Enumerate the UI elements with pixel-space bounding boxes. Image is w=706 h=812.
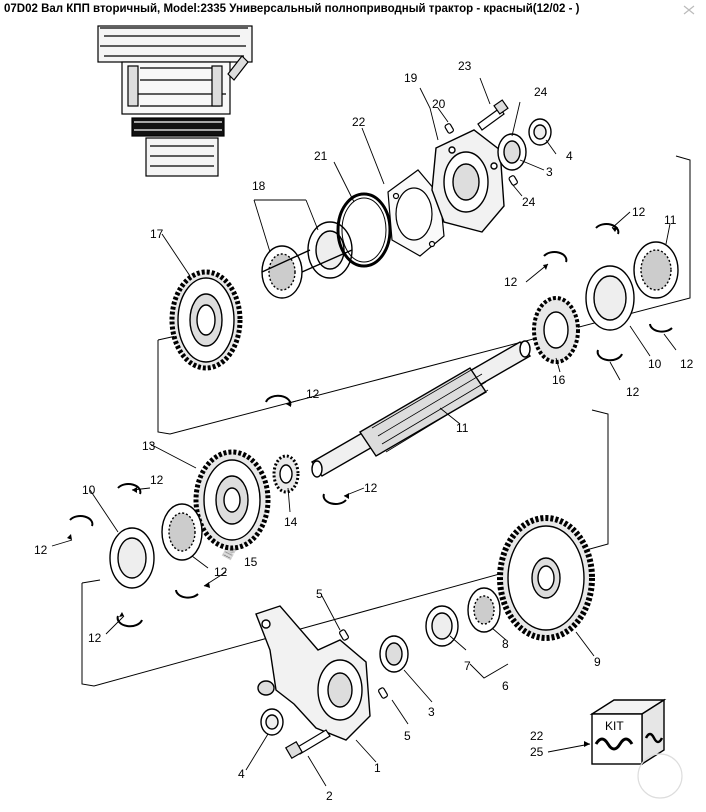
callout-10a: 10 [648, 357, 662, 371]
callout-24: 24 [534, 85, 548, 99]
callout-12h: 12 [34, 543, 48, 557]
seal-3-lower-icon [379, 635, 409, 673]
callout-18: 18 [252, 179, 266, 193]
snap-rings-upper-icon [265, 223, 673, 505]
corner-logo-icon [637, 5, 695, 799]
synchronizer-10-upper-icon [585, 241, 679, 331]
callout-16: 16 [552, 373, 566, 387]
callout-12j: 12 [88, 631, 102, 645]
seal-3-upper-icon [497, 118, 552, 171]
callout-9: 9 [594, 655, 601, 669]
gear-13-icon [193, 449, 271, 551]
callout-labels: 23 20 19 24 22 4 21 3 24 18 12 11 17 12 … [34, 59, 694, 803]
callout-12e: 12 [306, 387, 320, 401]
callout-11a: 11 [664, 213, 677, 227]
callout-21: 21 [314, 149, 328, 163]
callout-22b: 22 [530, 729, 544, 743]
callout-25: 25 [530, 745, 544, 759]
callout-4: 4 [566, 149, 573, 163]
leader-lines [51, 77, 677, 787]
callout-5b: 5 [404, 729, 411, 743]
kit-label: KIT [605, 719, 624, 733]
callout-20: 20 [432, 97, 446, 111]
callout-19: 19 [404, 71, 418, 85]
oring-21-icon [336, 192, 392, 268]
callout-1: 1 [374, 761, 381, 775]
callout-2: 2 [326, 789, 333, 803]
snap-rings-lower-icon [69, 483, 199, 628]
bolt-2-icon [284, 729, 331, 760]
callout-4b: 4 [238, 767, 245, 781]
callout-3: 3 [546, 165, 553, 179]
transmission-inset [97, 25, 253, 177]
assembly-outline-lower [81, 409, 609, 687]
callout-3b: 3 [428, 705, 435, 719]
callout-arrowheads [67, 227, 618, 747]
gasket-22-icon [387, 169, 445, 257]
callout-12b: 12 [504, 275, 518, 289]
callout-11b: 11 [456, 421, 469, 435]
callout-15: 15 [244, 555, 258, 569]
callout-12g: 12 [364, 481, 378, 495]
callout-10b: 10 [82, 483, 96, 497]
callout-24b: 24 [522, 195, 536, 209]
bolt-23-icon [477, 99, 509, 131]
housing-1-icon [255, 605, 371, 741]
callout-5a: 5 [316, 587, 323, 601]
callout-22: 22 [352, 115, 366, 129]
bearing-15-icon [161, 503, 203, 561]
gear-17-icon [169, 269, 243, 371]
callout-23: 23 [458, 59, 472, 73]
bearing-7-8-icon [425, 587, 501, 647]
gear-9-icon [497, 515, 595, 641]
synchronizer-10-lower-icon [109, 527, 155, 589]
shaft-11-icon [310, 340, 532, 478]
callout-12f: 12 [150, 473, 164, 487]
callout-7: 7 [464, 659, 471, 673]
callout-13: 13 [142, 439, 156, 453]
washer-14-icon [272, 454, 300, 494]
callout-14: 14 [284, 515, 298, 529]
page-title: 07D02 Вал КПП вторичный, Model:2335 Унив… [4, 3, 580, 15]
callout-12a: 12 [632, 205, 646, 219]
pins-5-icon [339, 123, 518, 699]
callout-12c: 12 [626, 385, 640, 399]
callout-12i: 12 [214, 565, 228, 579]
kit-box-icon: KIT [589, 698, 667, 766]
housing-19-icon [431, 129, 505, 233]
callout-6: 6 [502, 679, 509, 693]
callout-17: 17 [150, 227, 164, 241]
cap-4-lower-icon [260, 708, 284, 736]
bearing-18-icon [261, 221, 353, 299]
callout-8: 8 [502, 637, 509, 651]
callout-12d: 12 [680, 357, 694, 371]
gear-16-icon [532, 296, 580, 364]
